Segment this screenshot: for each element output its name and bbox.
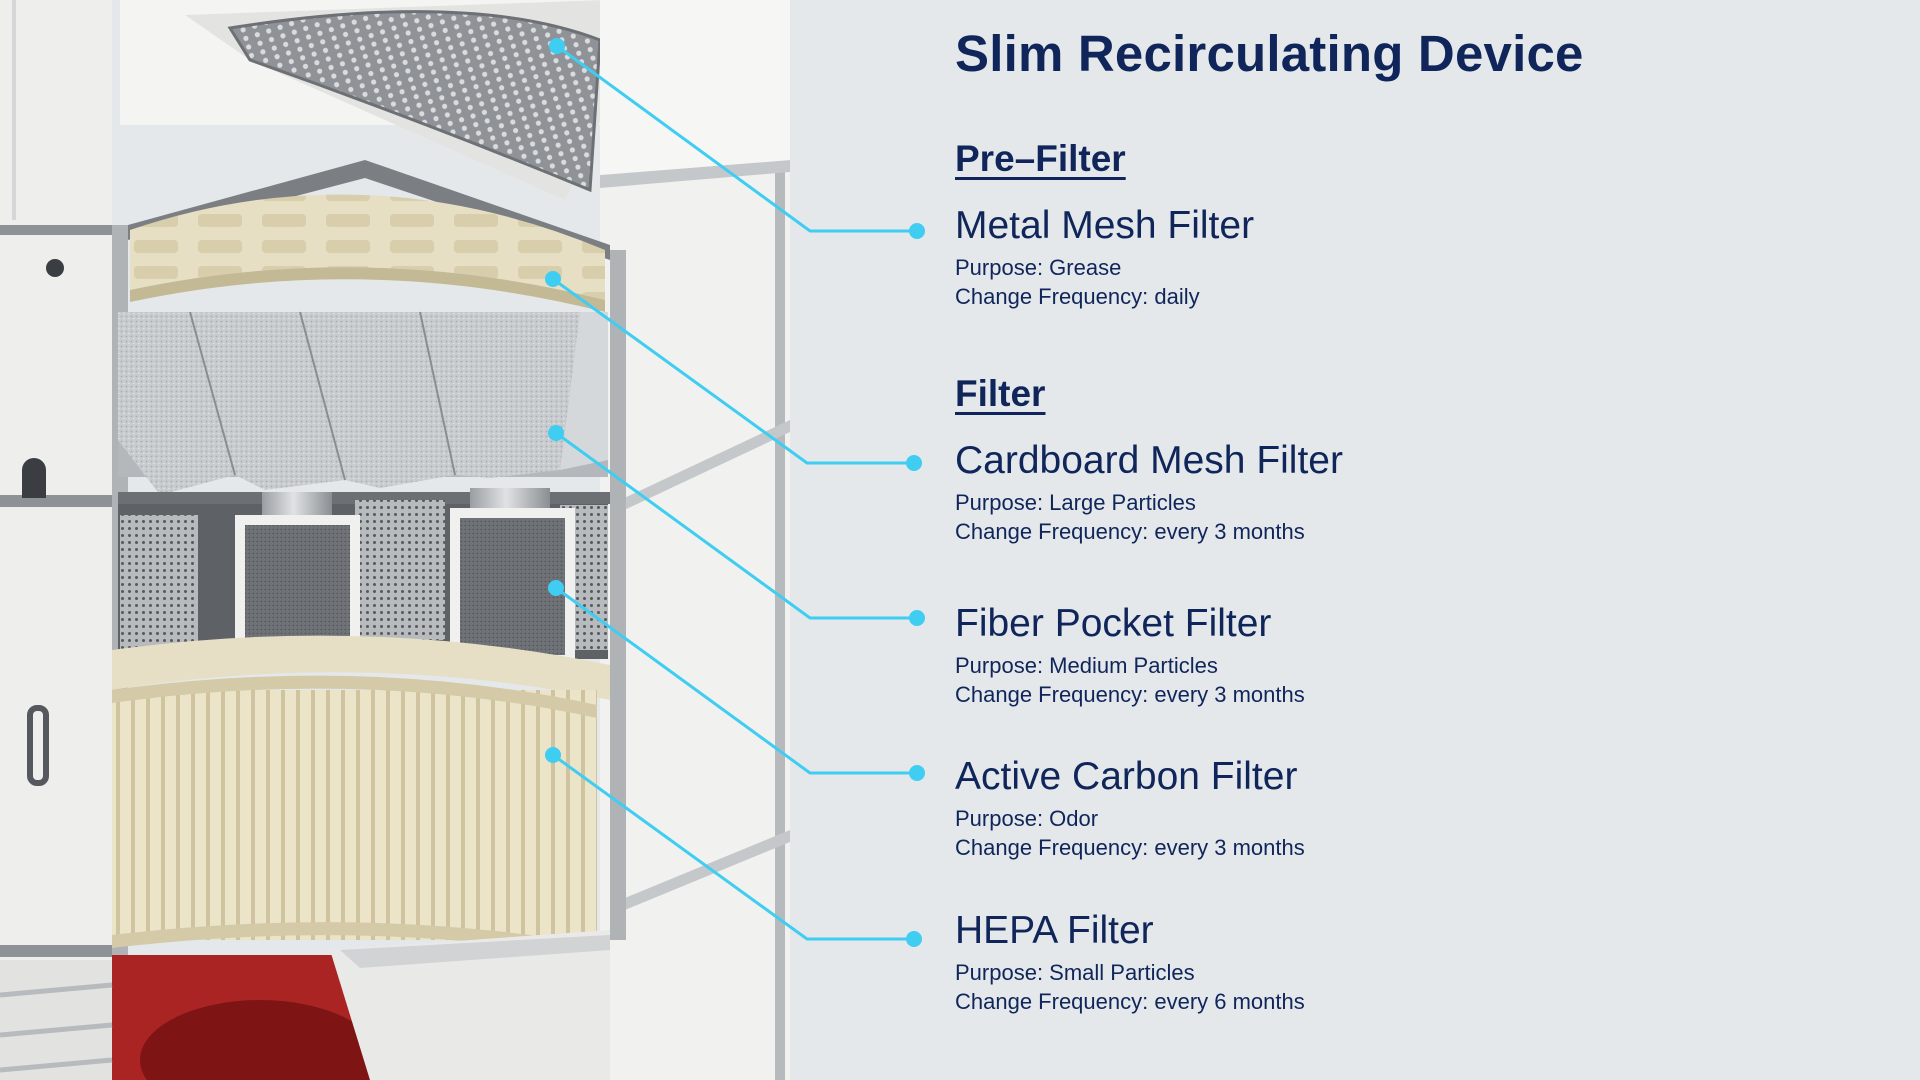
- filter-change-frequency: Change Frequency: every 3 months: [955, 517, 1343, 546]
- filter-name: Fiber Pocket Filter: [955, 601, 1305, 647]
- device-cutaway-illustration: [0, 0, 790, 1080]
- filter-item-cardboard-mesh: Cardboard Mesh Filter Purpose: Large Par…: [955, 438, 1343, 546]
- filter-purpose: Purpose: Large Particles: [955, 488, 1343, 517]
- page-title: Slim Recirculating Device: [955, 24, 1584, 83]
- filter-name: Metal Mesh Filter: [955, 203, 1254, 249]
- filter-name: Active Carbon Filter: [955, 754, 1305, 800]
- filter-item-metal-mesh: Metal Mesh Filter Purpose: Grease Change…: [955, 203, 1254, 311]
- leader-dot-end-active-carbon: [909, 765, 925, 781]
- leader-dot-end-fiber-pocket: [909, 610, 925, 626]
- filter-purpose: Purpose: Grease: [955, 253, 1254, 282]
- filter-change-frequency: Change Frequency: every 6 months: [955, 987, 1305, 1016]
- filter-change-frequency: Change Frequency: daily: [955, 282, 1254, 311]
- leader-dot-end-hepa: [906, 931, 922, 947]
- filter-change-frequency: Change Frequency: every 3 months: [955, 680, 1305, 709]
- filter-name: Cardboard Mesh Filter: [955, 438, 1343, 484]
- section-heading-filter: Filter: [955, 373, 1045, 415]
- filter-purpose: Purpose: Small Particles: [955, 958, 1305, 987]
- filter-change-frequency: Change Frequency: every 3 months: [955, 833, 1305, 862]
- leader-dot-end-cardboard-mesh: [906, 455, 922, 471]
- filter-item-hepa: HEPA Filter Purpose: Small Particles Cha…: [955, 908, 1305, 1016]
- section-heading-pre-filter: Pre–Filter: [955, 138, 1126, 180]
- filter-item-fiber-pocket: Fiber Pocket Filter Purpose: Medium Part…: [955, 601, 1305, 709]
- filter-purpose: Purpose: Medium Particles: [955, 651, 1305, 680]
- filter-item-active-carbon: Active Carbon Filter Purpose: Odor Chang…: [955, 754, 1305, 862]
- filter-purpose: Purpose: Odor: [955, 804, 1305, 833]
- leader-dot-end-metal-mesh: [909, 223, 925, 239]
- filter-name: HEPA Filter: [955, 908, 1305, 954]
